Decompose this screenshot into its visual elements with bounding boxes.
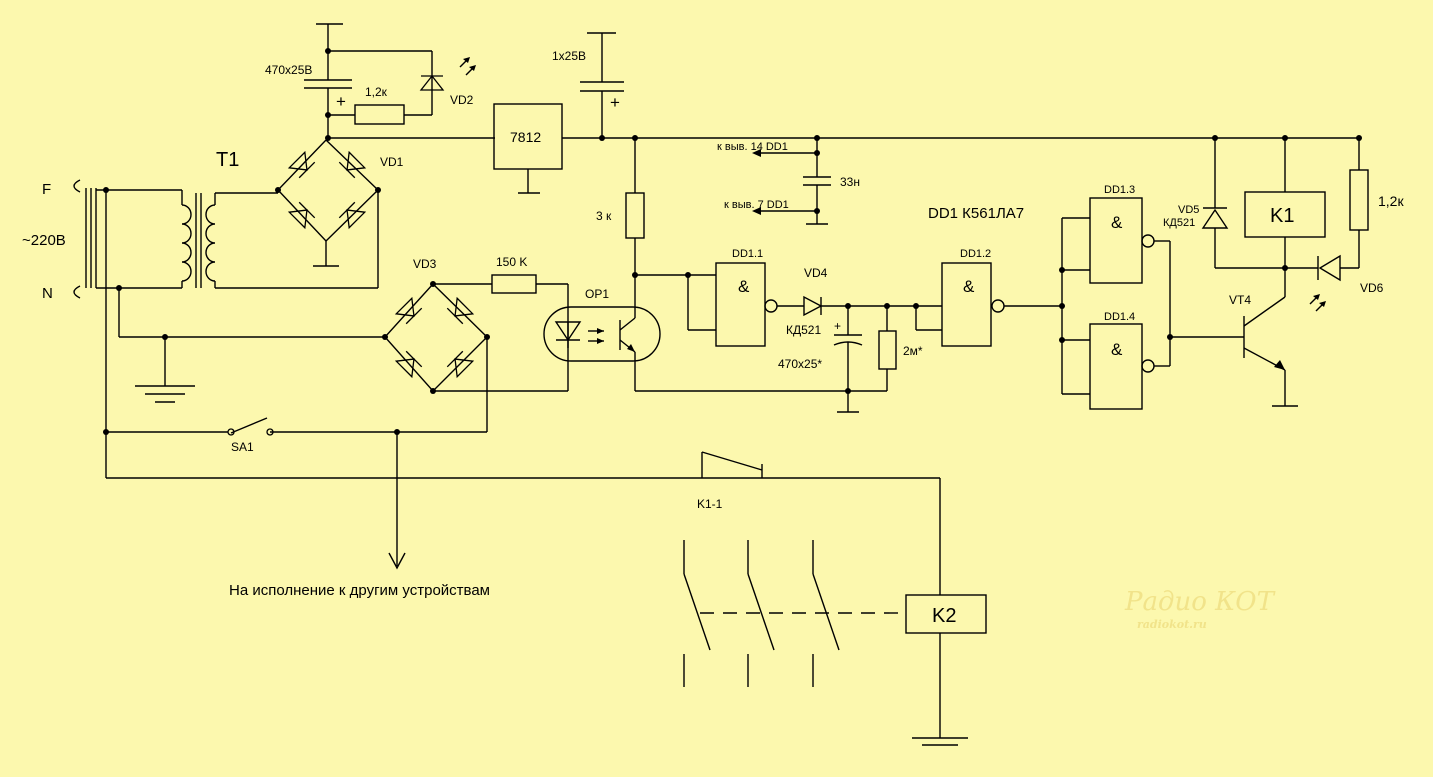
label-k1: K1	[1270, 205, 1294, 227]
radiokot-logo: Радио КОТ radiokot.ru	[1124, 587, 1276, 631]
label-r12k: 1,2к	[1378, 193, 1404, 209]
top-filter-section	[304, 23, 495, 140]
label-output: На исполнение к другим устройствам	[229, 582, 490, 599]
label-r3k: 3 к	[596, 209, 612, 223]
label-t1: T1	[216, 149, 239, 171]
labels: F ~220В N T1 470x25В + 1,2к VD2 VD1 7812…	[22, 49, 1404, 627]
label-kd521-a: КД521	[786, 323, 821, 337]
label-r2m: 2м*	[903, 344, 923, 358]
label-c-top: 470x25В	[265, 63, 312, 77]
label-dd1-title: DD1 К561ЛА7	[928, 205, 1024, 222]
label-k1-1: K1-1	[697, 497, 723, 511]
label-and-1: &	[738, 277, 750, 296]
label-vd4: VD4	[804, 266, 828, 280]
transformer-t1	[181, 190, 379, 289]
label-dd1-1: DD1.1	[732, 248, 763, 260]
label-vt4: VT4	[1229, 293, 1251, 307]
label-vd1: VD1	[380, 155, 404, 169]
label-mains-voltage: ~220В	[22, 232, 66, 249]
decoupling-33n	[760, 138, 831, 225]
gates-dd1-3-and-4	[1061, 197, 1244, 410]
label-and-4: &	[1111, 340, 1123, 359]
label-plus-c470: +	[834, 319, 841, 333]
label-dd1-2: DD1.2	[960, 248, 991, 260]
label-pin7: к выв. 7 DD1	[724, 199, 789, 211]
label-c470: 470x25*	[778, 357, 822, 371]
label-dd1-3: DD1.3	[1104, 184, 1135, 196]
label-r150: 150 K	[496, 255, 527, 269]
label-kd521-b: КД521	[1163, 217, 1195, 229]
regulator-7812	[493, 32, 1359, 194]
optocoupler-op1	[543, 138, 848, 392]
junction-dots	[103, 48, 1362, 435]
label-plus-top: +	[336, 92, 346, 111]
label-r-top: 1,2к	[365, 85, 388, 99]
label-vd5: VD5	[1178, 204, 1199, 216]
logo-text: Радио КОТ	[1124, 587, 1276, 617]
label-vd6: VD6	[1360, 281, 1384, 295]
logo-url: radiokot.ru	[1137, 618, 1207, 631]
label-neutral: N	[42, 285, 53, 302]
gates-dd1-1-and-2	[715, 262, 1062, 413]
label-and-3: &	[1111, 213, 1123, 232]
label-and-2: &	[963, 277, 975, 296]
label-sa1: SA1	[231, 440, 254, 454]
relay-driver-vt4-k1	[1201, 138, 1369, 407]
label-dd1-4: DD1.4	[1104, 311, 1135, 323]
label-vd3: VD3	[413, 257, 437, 271]
label-k2: K2	[932, 605, 956, 627]
contactor-k2	[683, 451, 987, 746]
label-plus-reg: +	[610, 93, 620, 112]
label-c-reg: 1x25В	[552, 49, 586, 63]
label-pin14: к выв. 14 DD1	[717, 141, 788, 153]
label-c33: 33н	[840, 175, 860, 189]
label-vd2: VD2	[450, 93, 474, 107]
label-op1: OP1	[585, 287, 609, 301]
opto-input-section	[106, 274, 569, 566]
label-phase: F	[42, 181, 51, 198]
bridge-vd1	[277, 139, 380, 267]
label-regulator: 7812	[510, 129, 541, 145]
